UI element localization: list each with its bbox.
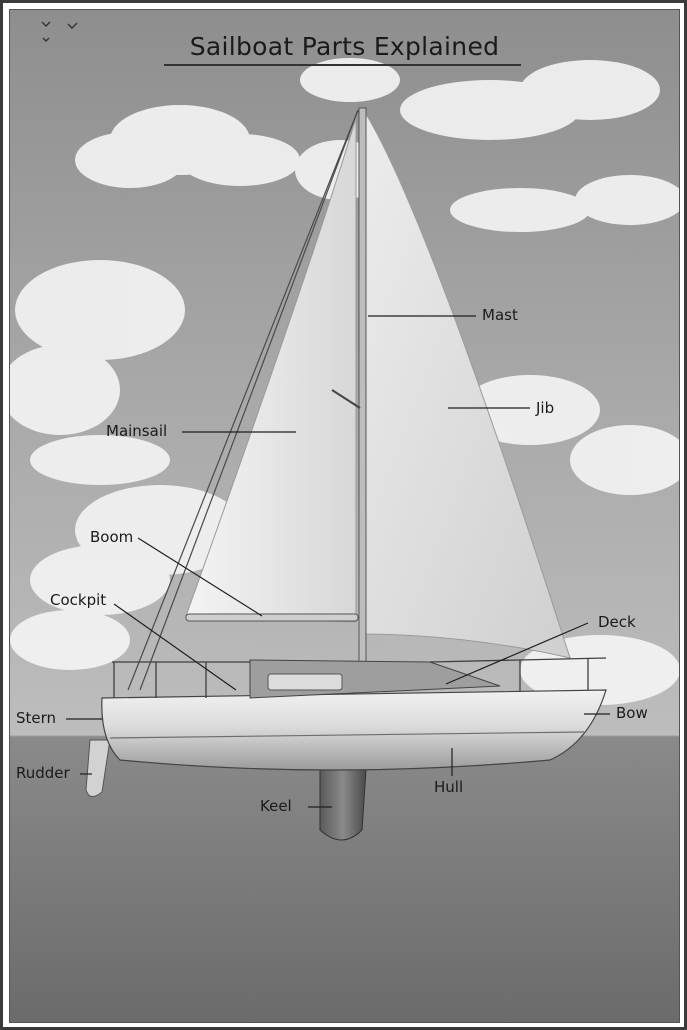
hull [101,689,607,771]
leader-lines [66,315,610,808]
mainsail [185,117,357,623]
keel [319,769,367,841]
page-title: Sailboat Parts Explained [189,32,500,61]
label-stern: Stern [16,709,57,727]
label-mainsail: Mainsail [106,422,168,440]
boom-leader [137,537,263,617]
label-jib: Jib [536,399,555,417]
birds [41,21,78,42]
poster-inner: Sailboat Parts Explained Mast Jib Mainsa… [9,9,680,1023]
rudder [85,739,111,797]
label-deck: Deck [598,613,636,631]
cockpit-leader [113,603,237,691]
label-bow: Bow [616,704,648,722]
label-cockpit: Cockpit [50,591,107,609]
boom [185,613,359,622]
clouds [10,58,679,705]
mast [358,107,367,669]
label-mast: Mast [482,306,518,324]
title-underline [164,64,521,66]
railings [112,657,607,698]
jib [365,112,571,659]
sailboat-illustration [10,10,679,1022]
label-keel: Keel [260,797,292,815]
label-boom: Boom [90,528,134,546]
label-hull: Hull [434,778,464,796]
deck-leader [445,622,589,685]
label-rudder: Rudder [16,764,70,782]
